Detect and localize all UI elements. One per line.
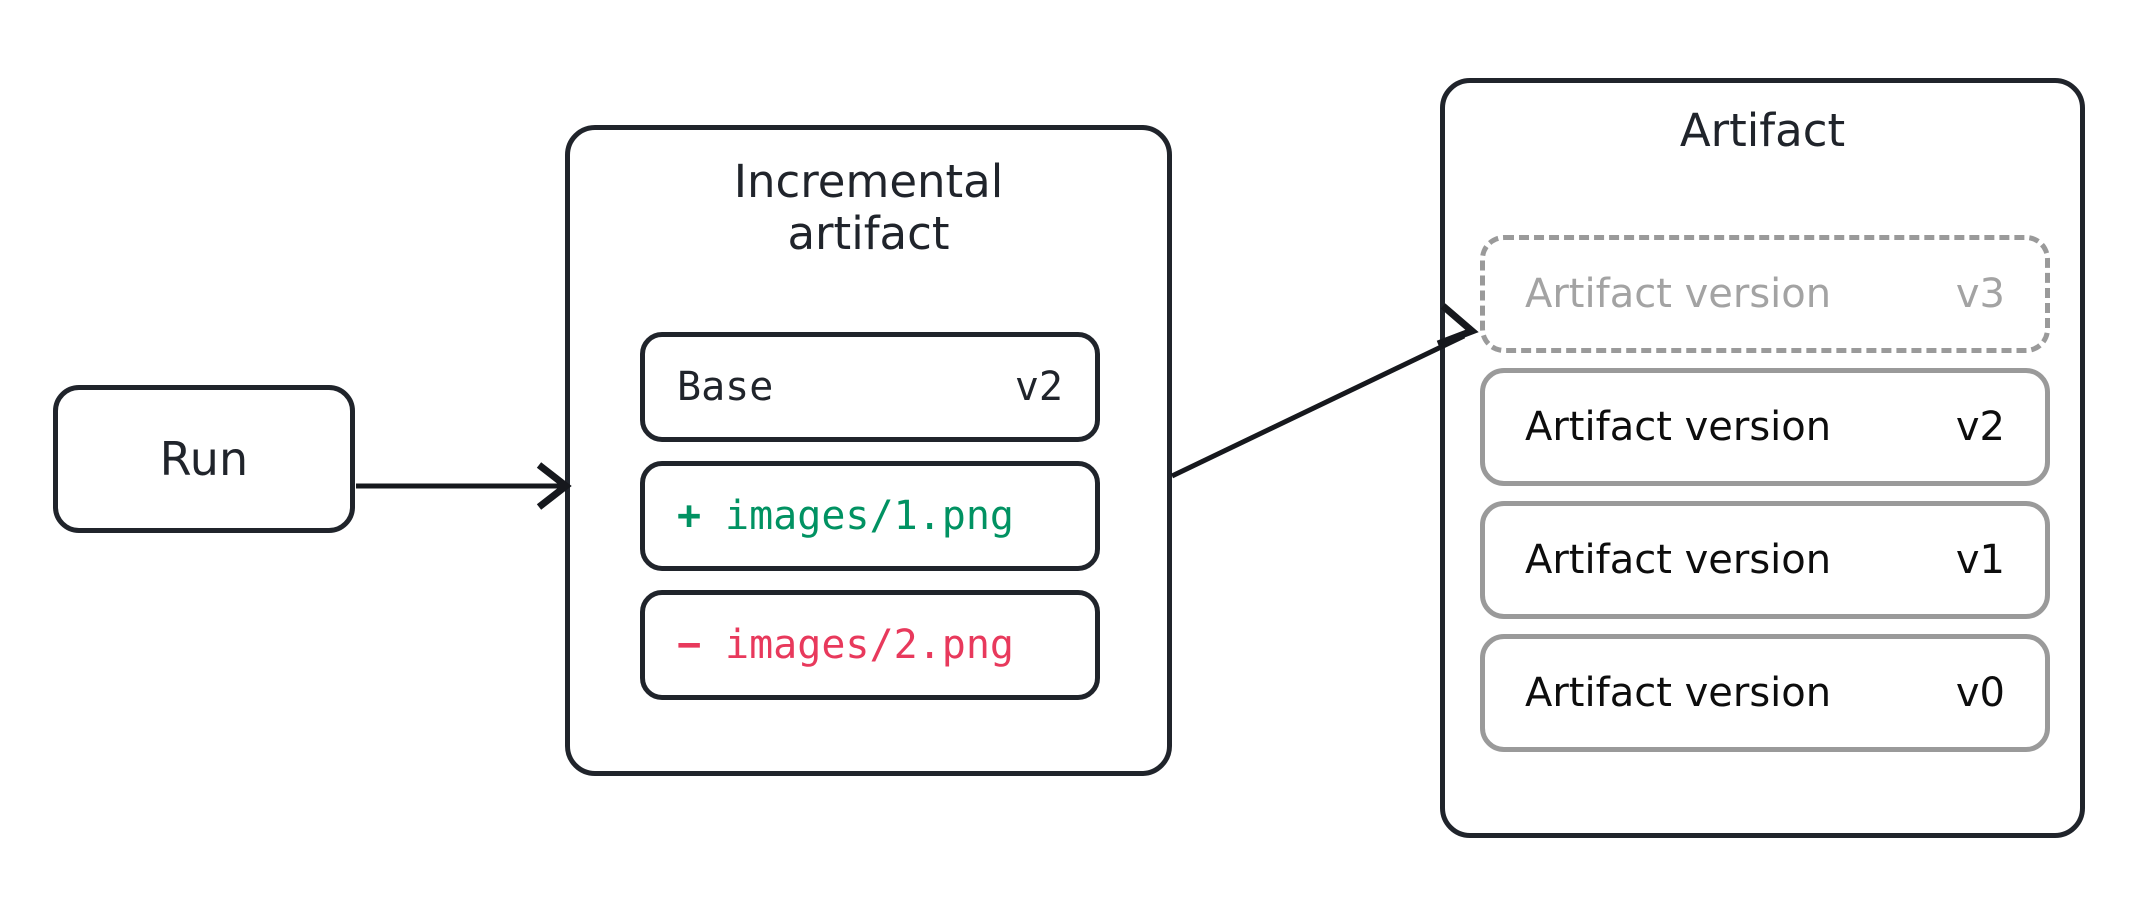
incremental-artifact-title-line1: Incremental	[733, 155, 1004, 208]
artifact-version-row-v0-version: v0	[1955, 670, 2005, 716]
incremental-row-removed-label: images/2.png	[725, 622, 1014, 668]
arrowhead-run-to-incremental-icon	[536, 462, 572, 510]
artifact-version-list: Artifact version v3 Artifact version v2 …	[1480, 235, 2050, 752]
arrow-incremental-to-artifact-line	[1170, 333, 1466, 479]
incremental-row-base-version: v2	[1014, 364, 1063, 410]
plus-icon: +	[677, 493, 702, 539]
artifact-version-row-v3-version: v3	[1955, 271, 2005, 317]
artifact-version-row-v0[interactable]: Artifact version v0	[1480, 634, 2050, 752]
artifact-version-row-v1-version: v1	[1955, 537, 2005, 583]
artifact-version-row-v2-label: Artifact version	[1525, 404, 1832, 450]
incremental-row-added-label: images/1.png	[725, 493, 1014, 539]
minus-icon: −	[677, 622, 702, 668]
artifact-version-row-v3[interactable]: Artifact version v3	[1480, 235, 2050, 353]
incremental-artifact-title: Incremental artifact	[570, 155, 1167, 261]
artifact-version-row-v0-label: Artifact version	[1525, 670, 1832, 716]
artifact-version-row-v2[interactable]: Artifact version v2	[1480, 368, 2050, 486]
artifact-version-row-v1[interactable]: Artifact version v1	[1480, 501, 2050, 619]
incremental-row-base[interactable]: Base v2	[640, 332, 1100, 442]
artifact-title: Artifact	[1679, 104, 1846, 157]
run-label: Run	[159, 432, 249, 486]
incremental-row-added-content: + images/1.png	[677, 493, 1014, 539]
node-run[interactable]: Run	[53, 385, 355, 533]
incremental-row-removed[interactable]: −images/2.png	[640, 590, 1100, 700]
incremental-artifact-title-line2: artifact	[787, 207, 950, 261]
artifact-version-row-v2-version: v2	[1955, 404, 2005, 450]
node-incremental-artifact[interactable]: Incremental artifact Base v2 + images/1.p…	[565, 125, 1172, 776]
incremental-row-added[interactable]: + images/1.png	[640, 461, 1100, 571]
incremental-row-base-label: Base	[677, 364, 774, 410]
artifact-version-row-v3-label: Artifact version	[1525, 271, 1832, 317]
incremental-artifact-row-list: Base v2 + images/1.png −images/2.png	[640, 332, 1100, 700]
artifact-version-row-v1-label: Artifact version	[1525, 537, 1832, 583]
node-artifact[interactable]: Artifact Artifact version v3 Artifact ve…	[1440, 78, 2085, 838]
incremental-row-removed-content: −images/2.png	[677, 622, 1014, 668]
